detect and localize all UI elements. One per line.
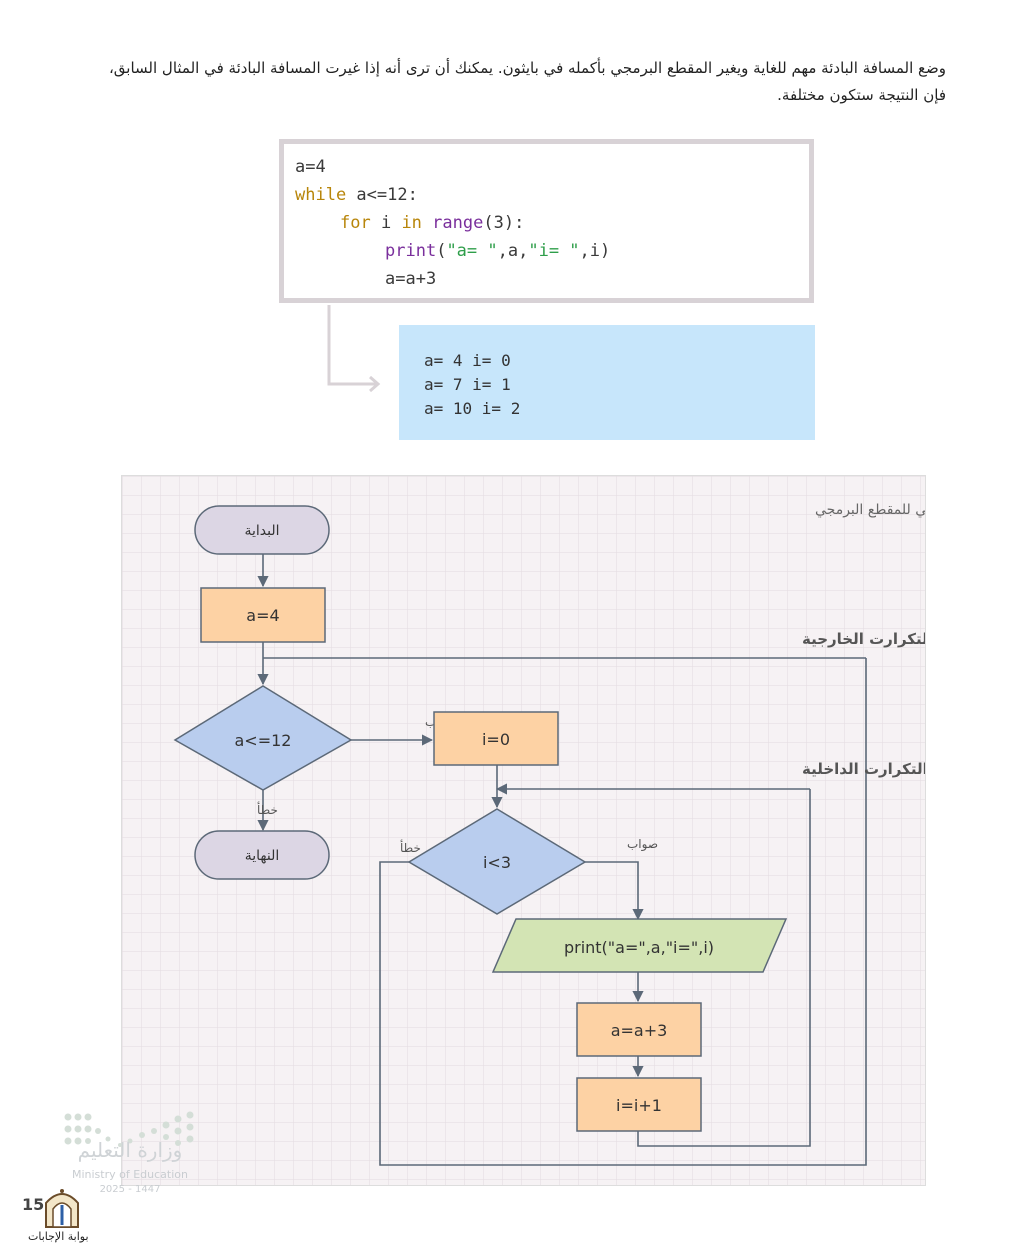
inner-condition-label: i<3	[483, 853, 511, 872]
print-io-label: print("a=",a,"i=",i)	[564, 938, 714, 957]
output-line-2: a= 7 i= 1	[424, 375, 511, 394]
code-line-2: while a<=12:	[295, 185, 418, 205]
function-print: print	[385, 241, 437, 261]
flowchart: المخطّط الإنسيابي للمقطع البرمجي البداية…	[121, 475, 926, 1186]
assign-i-label: i=0	[482, 730, 510, 749]
string-a: "a= "	[446, 241, 498, 261]
ministry-year: 2025 - 1447	[99, 1184, 161, 1195]
code-text: a<=12:	[346, 185, 418, 205]
intro-line-1: وضع المسافة البادئة مهم للغاية ويغير الم…	[108, 59, 946, 77]
code-space	[422, 213, 432, 233]
assign-a-label: a=4	[246, 606, 279, 625]
intro-paragraph: وضع المسافة البادئة مهم للغاية ويغير الم…	[70, 55, 946, 109]
code-box: a=4 while a<=12: for i in range(3): prin…	[279, 139, 814, 303]
end-label: النهاية	[245, 848, 280, 864]
page-number: 15	[22, 1195, 45, 1214]
output-line-3: a= 10 i= 2	[424, 399, 521, 418]
outer-false-label: خطأ	[257, 801, 278, 817]
flowchart-title: المخطّط الإنسيابي للمقطع البرمجي	[815, 499, 926, 518]
inner-true-label: صواب	[627, 837, 658, 852]
keyword-for: for	[340, 213, 371, 233]
increment-i-label: i=i+1	[616, 1096, 662, 1115]
arrow-inner-true	[585, 861, 644, 921]
inner-false-label: خطأ	[400, 839, 421, 855]
outer-condition-label: a<=12	[235, 731, 292, 750]
code-text: (3):	[483, 213, 525, 233]
increment-a-label: a=a+3	[611, 1021, 668, 1040]
outer-condition-decision	[173, 685, 353, 791]
outer-loop-label: التكرارت الخارجية	[802, 630, 926, 648]
code-line-4: print("a= ",a,"i= ",i)	[385, 241, 610, 261]
inner-loop-return-line	[637, 789, 811, 1147]
start-label: البداية	[244, 523, 279, 539]
code-text: (	[436, 241, 447, 261]
code-text: ,a,	[497, 241, 529, 261]
output-box: a= 4 i= 0 a= 7 i= 1 a= 10 i= 2	[399, 325, 815, 440]
code-line-5: a=a+3	[385, 269, 437, 289]
code-text: i	[370, 213, 402, 233]
function-range: range	[432, 213, 484, 233]
ministry-dots-logo	[64, 1111, 194, 1147]
print-io	[491, 918, 788, 973]
code-line-3: for i in range(3):	[340, 213, 524, 233]
portal-mosque-icon	[45, 1189, 79, 1228]
outer-loop-return-line	[379, 658, 867, 1166]
inner-loop-label: التكرارت الداخلية	[802, 760, 926, 778]
output-line-1: a= 4 i= 0	[424, 351, 511, 370]
intro-line-2: فإن النتيجة ستكون مختلفة.	[777, 86, 946, 104]
ministry-name-arabic: وزارة التعليم	[77, 1138, 183, 1162]
portal-name: بوابة الإجابات	[28, 1230, 89, 1243]
assign-i-process	[433, 711, 559, 766]
ministry-name-english: Ministry of Education	[71, 1168, 188, 1181]
code-text: ,i)	[579, 241, 611, 261]
string-i: "i= "	[528, 241, 580, 261]
start-terminal	[194, 505, 330, 555]
code-line-1: a=4	[295, 157, 326, 177]
keyword-while: while	[295, 185, 347, 205]
assign-a-process	[200, 587, 326, 643]
end-terminal	[194, 830, 330, 880]
inner-condition-decision	[407, 808, 587, 915]
output-connector-arrow	[327, 305, 381, 393]
increment-i-process	[576, 1077, 702, 1132]
increment-a-process	[576, 1002, 702, 1057]
keyword-in: in	[401, 213, 422, 233]
